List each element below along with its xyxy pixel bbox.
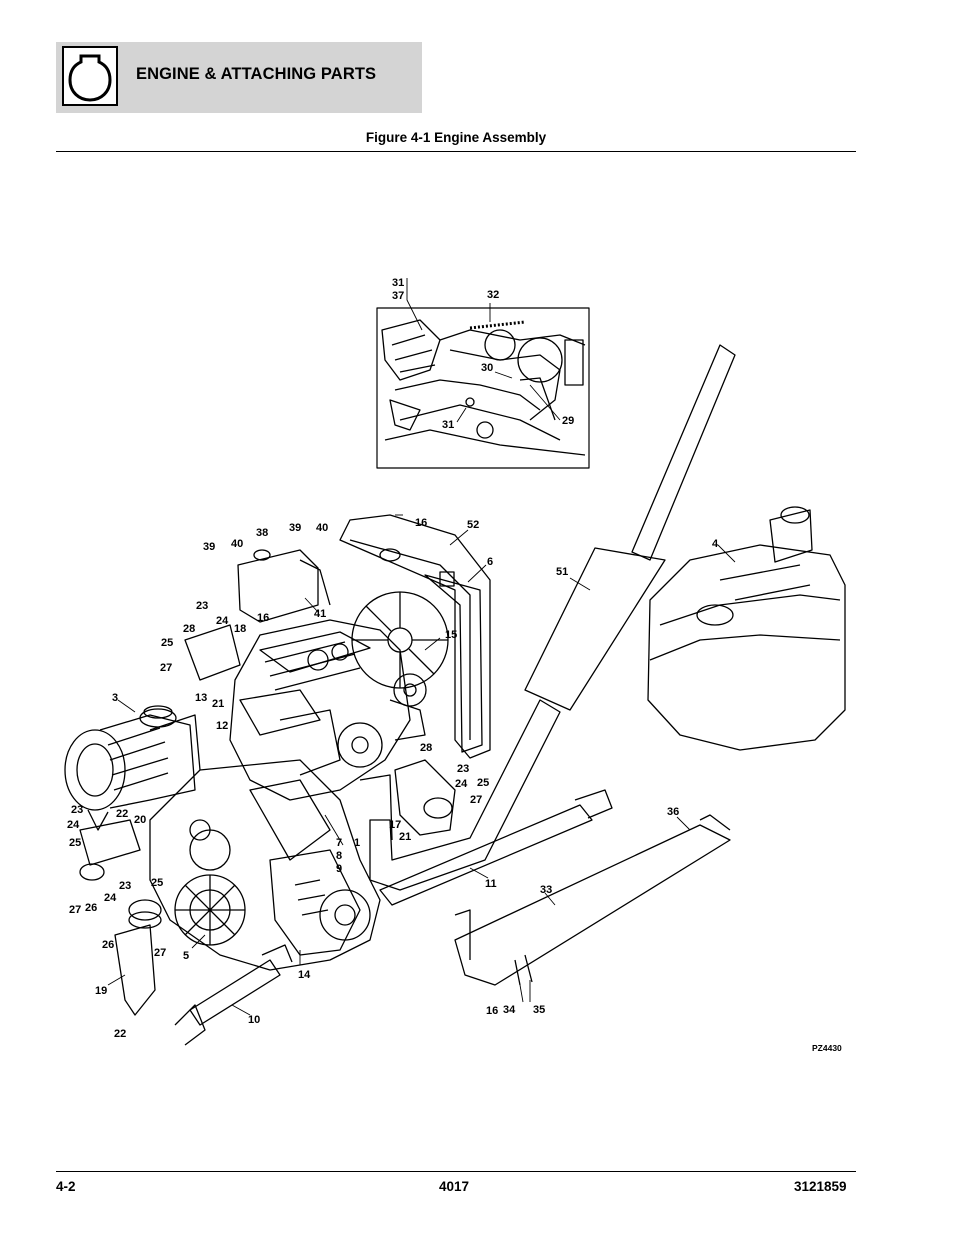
callout-21-upper: 21	[212, 698, 224, 710]
callout-41: 41	[314, 608, 326, 620]
coolant-tank	[237, 549, 331, 623]
callout-52: 52	[467, 519, 479, 531]
callout-30: 30	[481, 362, 493, 374]
drive-shaft-front	[174, 944, 293, 1046]
callout-24-upper: 24	[216, 615, 229, 627]
callout-23-right: 23	[457, 763, 469, 775]
air-cleaner	[64, 705, 201, 831]
inset-detail-view	[376, 307, 590, 469]
callout-26-left: 26	[85, 902, 97, 914]
callout-31-inset-top: 31	[392, 277, 404, 289]
engine-block	[229, 619, 427, 801]
callout-1: 1	[354, 837, 360, 849]
callout-39-left: 39	[203, 541, 215, 553]
callout-51: 51	[556, 566, 568, 578]
callout-32: 32	[487, 289, 499, 301]
callout-25-right: 25	[477, 777, 489, 789]
callout-39-right: 39	[289, 522, 301, 534]
callout-37: 37	[392, 290, 404, 302]
callout-12: 12	[216, 720, 228, 732]
callout-9: 9	[336, 863, 342, 875]
callout-25-lower: 25	[151, 877, 163, 889]
callout-27-left: 27	[69, 904, 81, 916]
callout-40-left: 40	[231, 538, 243, 550]
callout-6: 6	[487, 556, 493, 568]
model-number: 4017	[439, 1179, 470, 1194]
fuel-tank	[647, 506, 846, 751]
callout-14: 14	[298, 969, 311, 981]
callout-22-upper: 22	[116, 808, 128, 820]
callout-23-upper: 23	[196, 600, 208, 612]
callout-16-radiator: 16	[415, 517, 427, 529]
callout-20: 20	[134, 814, 146, 826]
drive-shaft-rear	[379, 789, 613, 906]
callout-7: 7	[336, 837, 342, 849]
callout-18: 18	[234, 623, 246, 635]
engine-icon	[62, 46, 118, 106]
callout-28-right: 28	[420, 742, 432, 754]
footer-divider	[56, 1171, 856, 1172]
callout-27-lower: 27	[154, 947, 166, 959]
callout-4: 4	[712, 538, 719, 550]
callout-22-lower: 22	[114, 1028, 126, 1040]
section-title: ENGINE & ATTACHING PARTS	[136, 65, 377, 83]
callout-24-lower: 24	[104, 892, 117, 904]
engine-mounts	[79, 624, 456, 1016]
callout-23-lower: 23	[119, 880, 131, 892]
callout-16-guard: 16	[486, 1005, 498, 1017]
drawing-id: PZ4430	[812, 1043, 842, 1053]
callout-40-right: 40	[316, 522, 328, 534]
callout-23-left: 23	[71, 804, 83, 816]
leader-lines	[107, 278, 736, 1016]
callout-24-right: 24	[455, 778, 468, 790]
callout-36: 36	[667, 806, 679, 818]
callout-38: 38	[256, 527, 268, 539]
callout-24-left: 24	[67, 819, 80, 831]
callout-31-inset-bottom: 31	[442, 419, 454, 431]
radiator-assembly	[339, 514, 491, 759]
transmission	[149, 759, 381, 971]
callout-16-tank: 16	[257, 612, 269, 624]
callout-10: 10	[248, 1014, 260, 1026]
callout-34: 34	[503, 1004, 516, 1016]
callout-15: 15	[445, 629, 457, 641]
callout-28-upper: 28	[183, 623, 195, 635]
callout-3: 3	[112, 692, 118, 704]
callout-17: 17	[389, 819, 401, 831]
callout-27-upper: 27	[160, 662, 172, 674]
document-number: 3121859	[794, 1179, 847, 1194]
callout-26-lower: 26	[102, 939, 114, 951]
callout-35: 35	[533, 1004, 545, 1016]
callout-11: 11	[485, 878, 497, 890]
callout-5: 5	[183, 950, 189, 962]
callout-21-right: 21	[399, 831, 411, 843]
page-number: 4-2	[56, 1179, 76, 1194]
figure-title: Figure 4-1 Engine Assembly	[365, 130, 547, 145]
callout-8: 8	[336, 850, 342, 862]
callout-25-left: 25	[69, 837, 81, 849]
header-divider	[56, 151, 856, 152]
callout-13: 13	[195, 692, 207, 704]
exhaust-system	[359, 344, 736, 891]
shaft-guard	[454, 814, 731, 986]
callout-25-upper: 25	[161, 637, 173, 649]
callout-27-right: 27	[470, 794, 482, 806]
callout-29: 29	[562, 415, 574, 427]
callout-33: 33	[540, 884, 552, 896]
callout-19: 19	[95, 985, 107, 997]
